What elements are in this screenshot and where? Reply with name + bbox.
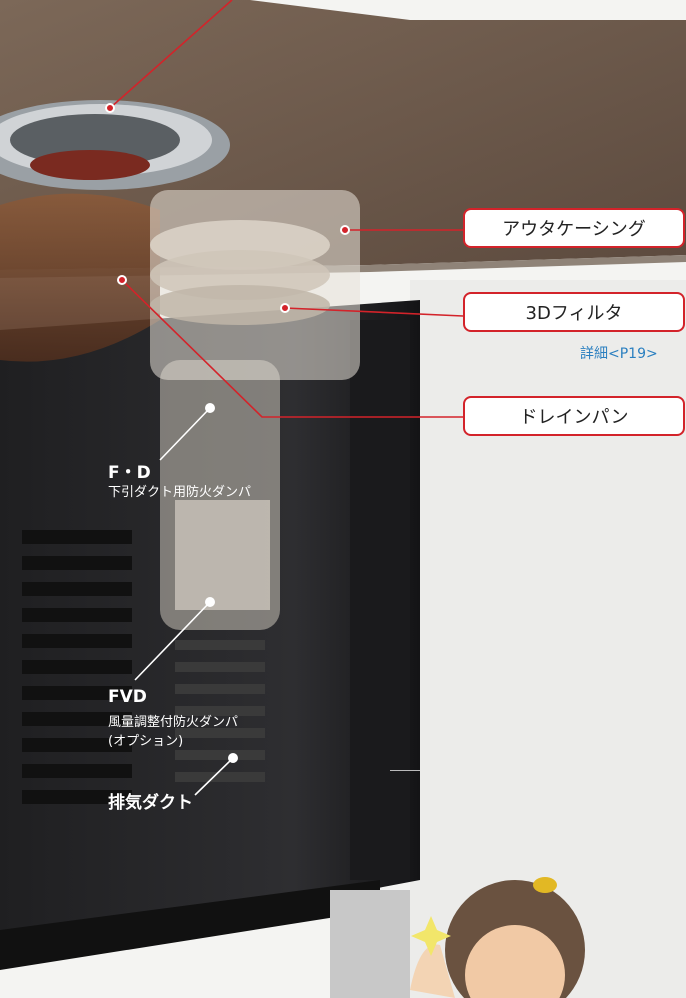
drain-pan xyxy=(0,193,160,362)
cabinet-base xyxy=(0,880,380,970)
grill-marker xyxy=(105,103,115,113)
drain-pan-callout: ドレインパン xyxy=(463,396,685,436)
fd-description: 下引ダクト用防火ダンパ xyxy=(108,485,252,500)
fvd-option-note: (オプション) xyxy=(108,734,184,749)
grill-ring xyxy=(0,100,230,190)
fvd-description: 風量調整付防火ダンパ xyxy=(108,715,239,730)
filter-detail-link[interactable]: 詳細<P19> xyxy=(580,346,658,362)
filter-3d-shape xyxy=(150,220,330,325)
drain-pan-marker xyxy=(117,275,127,285)
exhaust-marker xyxy=(228,753,238,763)
exhaust-duct-label: 排気ダクト xyxy=(108,793,193,813)
callout-lines xyxy=(109,0,464,418)
stand-leg xyxy=(330,890,410,998)
outer-casing-callout: アウタケーシング xyxy=(463,208,685,248)
filter-3d-callout: 3Dフィルタ xyxy=(463,292,685,332)
mascot-character xyxy=(410,877,585,998)
fd-marker xyxy=(205,403,215,413)
vent-louvers xyxy=(22,530,132,804)
fvd-label: FVD xyxy=(108,687,147,707)
fvd-damper-body xyxy=(175,500,270,610)
outer-casing-marker xyxy=(340,225,350,235)
panel-seam xyxy=(390,770,420,771)
fd-label: F・D xyxy=(108,463,151,483)
filter-3d-marker xyxy=(280,303,290,313)
cabinet-side-panel xyxy=(350,320,410,880)
fvd-marker xyxy=(205,597,215,607)
label-lines xyxy=(134,407,234,796)
vent-louvers-right xyxy=(175,640,265,782)
